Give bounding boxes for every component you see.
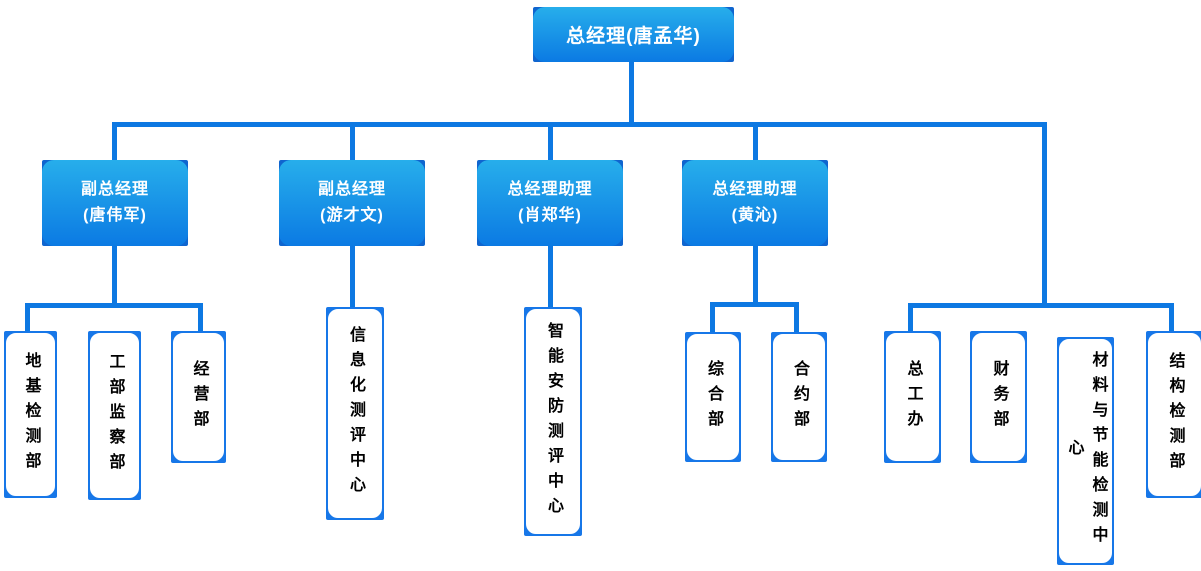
node-title: 副总经理 (80, 181, 149, 198)
node-gm-assistant-2: 总经理助理 (黄沁) (682, 160, 828, 246)
node-general-manager: 总经理(唐孟华) (533, 7, 734, 62)
connector-line (908, 303, 1174, 308)
connector-line (112, 122, 1047, 127)
node-label: 总工办 (904, 359, 922, 435)
node-person: (游才文) (320, 207, 384, 224)
connector-line (198, 303, 203, 333)
node-person: (黄沁) (731, 207, 779, 224)
node-dept-contracts: 合约部 (771, 332, 827, 462)
node-label: 智能安防测评中心 (545, 321, 562, 522)
connector-line (25, 303, 203, 308)
node-person: (唐伟军) (83, 207, 147, 224)
node-dept-structure-testing: 结构检测部 (1146, 331, 1201, 498)
connector-line (1169, 303, 1174, 332)
node-dept-finance: 财务部 (970, 331, 1027, 463)
node-label: 总经理(唐孟华) (566, 26, 701, 47)
node-label: 合约部 (791, 359, 808, 435)
node-dept-smart-security-center: 智能安防测评中心 (524, 307, 582, 536)
connector-line (548, 122, 553, 162)
connector-line (350, 122, 355, 162)
connector-line (753, 245, 758, 305)
connector-line (710, 302, 799, 307)
connector-line (753, 122, 758, 162)
connector-line (25, 303, 30, 333)
node-gm-assistant-1: 总经理助理 (肖郑华) (477, 160, 623, 246)
connector-line (794, 302, 799, 333)
node-label: 地基检测部 (22, 352, 40, 477)
node-dept-general-affairs: 综合部 (685, 332, 741, 462)
node-label: 经营部 (190, 359, 208, 435)
connector-line (710, 302, 715, 333)
node-title: 总经理助理 (507, 181, 593, 198)
connector-line (629, 62, 634, 122)
node-dept-foundation-testing: 地基检测部 (4, 331, 57, 498)
node-dept-chief-engineer-office: 总工办 (884, 331, 941, 463)
node-dept-operations: 经营部 (171, 331, 226, 463)
connector-line (548, 245, 553, 309)
node-dept-works-supervision: 工部监察部 (88, 331, 141, 500)
node-label: 财务部 (990, 359, 1008, 435)
node-dept-informatization-center: 信息化测评中心 (326, 307, 384, 520)
node-dept-materials-energy-center: 材料与节能检测中心 (1057, 337, 1114, 565)
connector-line (1042, 122, 1047, 307)
node-deputy-gm-1: 副总经理 (唐伟军) (42, 160, 188, 246)
node-label: 结构检测部 (1166, 352, 1184, 477)
node-person: (肖郑华) (518, 207, 582, 224)
node-deputy-gm-2: 副总经理 (游才文) (279, 160, 425, 246)
node-label: 信息化测评中心 (347, 326, 364, 501)
connector-line (350, 245, 355, 309)
connector-line (112, 122, 117, 162)
node-title: 副总经理 (317, 181, 386, 198)
node-label: 材料与节能检测中心 (1065, 351, 1107, 551)
node-label: 综合部 (705, 359, 722, 435)
connector-line (908, 303, 913, 332)
node-title: 总经理助理 (712, 181, 798, 198)
connector-line (112, 245, 117, 307)
node-label: 工部监察部 (106, 353, 124, 478)
